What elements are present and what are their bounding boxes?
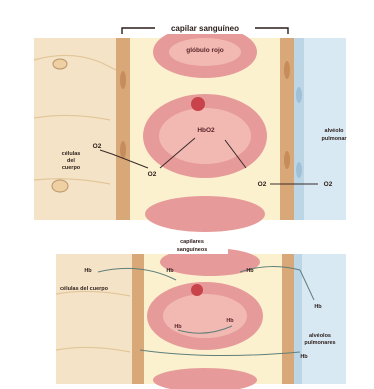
hb-left-label: Hb: [84, 268, 92, 274]
hemoglobin-dot: [191, 97, 205, 111]
capillary-wall-left: [116, 38, 130, 220]
capillary-title: capilar sanguíneo: [171, 24, 239, 33]
right-label-line1: alvéolo: [325, 128, 345, 134]
body-cells-tissue-bottom: [56, 254, 132, 384]
alveolus-wall-bottom: [294, 254, 302, 384]
o2-right-label-a: O2: [258, 181, 267, 188]
hb-alveoli-label: Hb: [314, 304, 322, 310]
left-label-line1: células: [62, 151, 81, 157]
alveoli-label-line2: pulmonares: [304, 340, 335, 346]
bottom-tag-label: Hb: [300, 354, 308, 360]
wall-nucleus: [120, 141, 126, 159]
left-label-line3: cuerpo: [62, 165, 81, 171]
alveolus-wall: [294, 38, 304, 220]
capillary-wall-left-bottom: [132, 254, 144, 384]
o2-left-label: O2: [93, 143, 102, 150]
hemoglobin-dot-bottom: [191, 284, 203, 296]
rbc-label: glóbulo rojo: [186, 47, 224, 54]
hb-mid-label: Hb: [166, 268, 174, 274]
red-blood-cell-b-main-center: [163, 294, 247, 338]
cell-nucleus: [52, 180, 68, 192]
right-label-line2: pulmonar: [321, 136, 347, 142]
body-cells-tissue: [34, 38, 116, 220]
wall-nucleus: [284, 151, 290, 169]
body-cells-label-bottom: células del cuerpo: [60, 286, 109, 292]
o2-right-label-b: O2: [324, 181, 333, 188]
alveolus-nucleus: [296, 87, 302, 103]
hb-center-label-2: Hb: [226, 318, 234, 324]
left-label-line2: del: [67, 158, 75, 164]
wall-nucleus: [284, 61, 290, 79]
capillary-label-line1: capilares: [180, 239, 204, 245]
bottom-panel: capilares sanguíneos células del cuerpo …: [56, 236, 346, 389]
o2-mid-label: O2: [148, 171, 157, 178]
hemoglobin-label: HbO2: [197, 127, 215, 134]
capillary-wall-right-bottom: [282, 254, 294, 384]
cell-nucleus: [53, 59, 67, 69]
wall-nucleus: [120, 71, 126, 89]
hb-center-label-1: Hb: [174, 324, 182, 330]
alveolus-nucleus: [296, 162, 302, 178]
hb-right-label: Hb: [246, 268, 254, 274]
alveoli-label-line1: alvéolos: [309, 333, 331, 339]
red-blood-cell-bottom: [145, 196, 265, 232]
top-panel: capilar sanguíneo glóbulo rojo HbO2 O2 O…: [34, 23, 347, 232]
capillary-label-line2: sanguíneos: [177, 247, 208, 253]
